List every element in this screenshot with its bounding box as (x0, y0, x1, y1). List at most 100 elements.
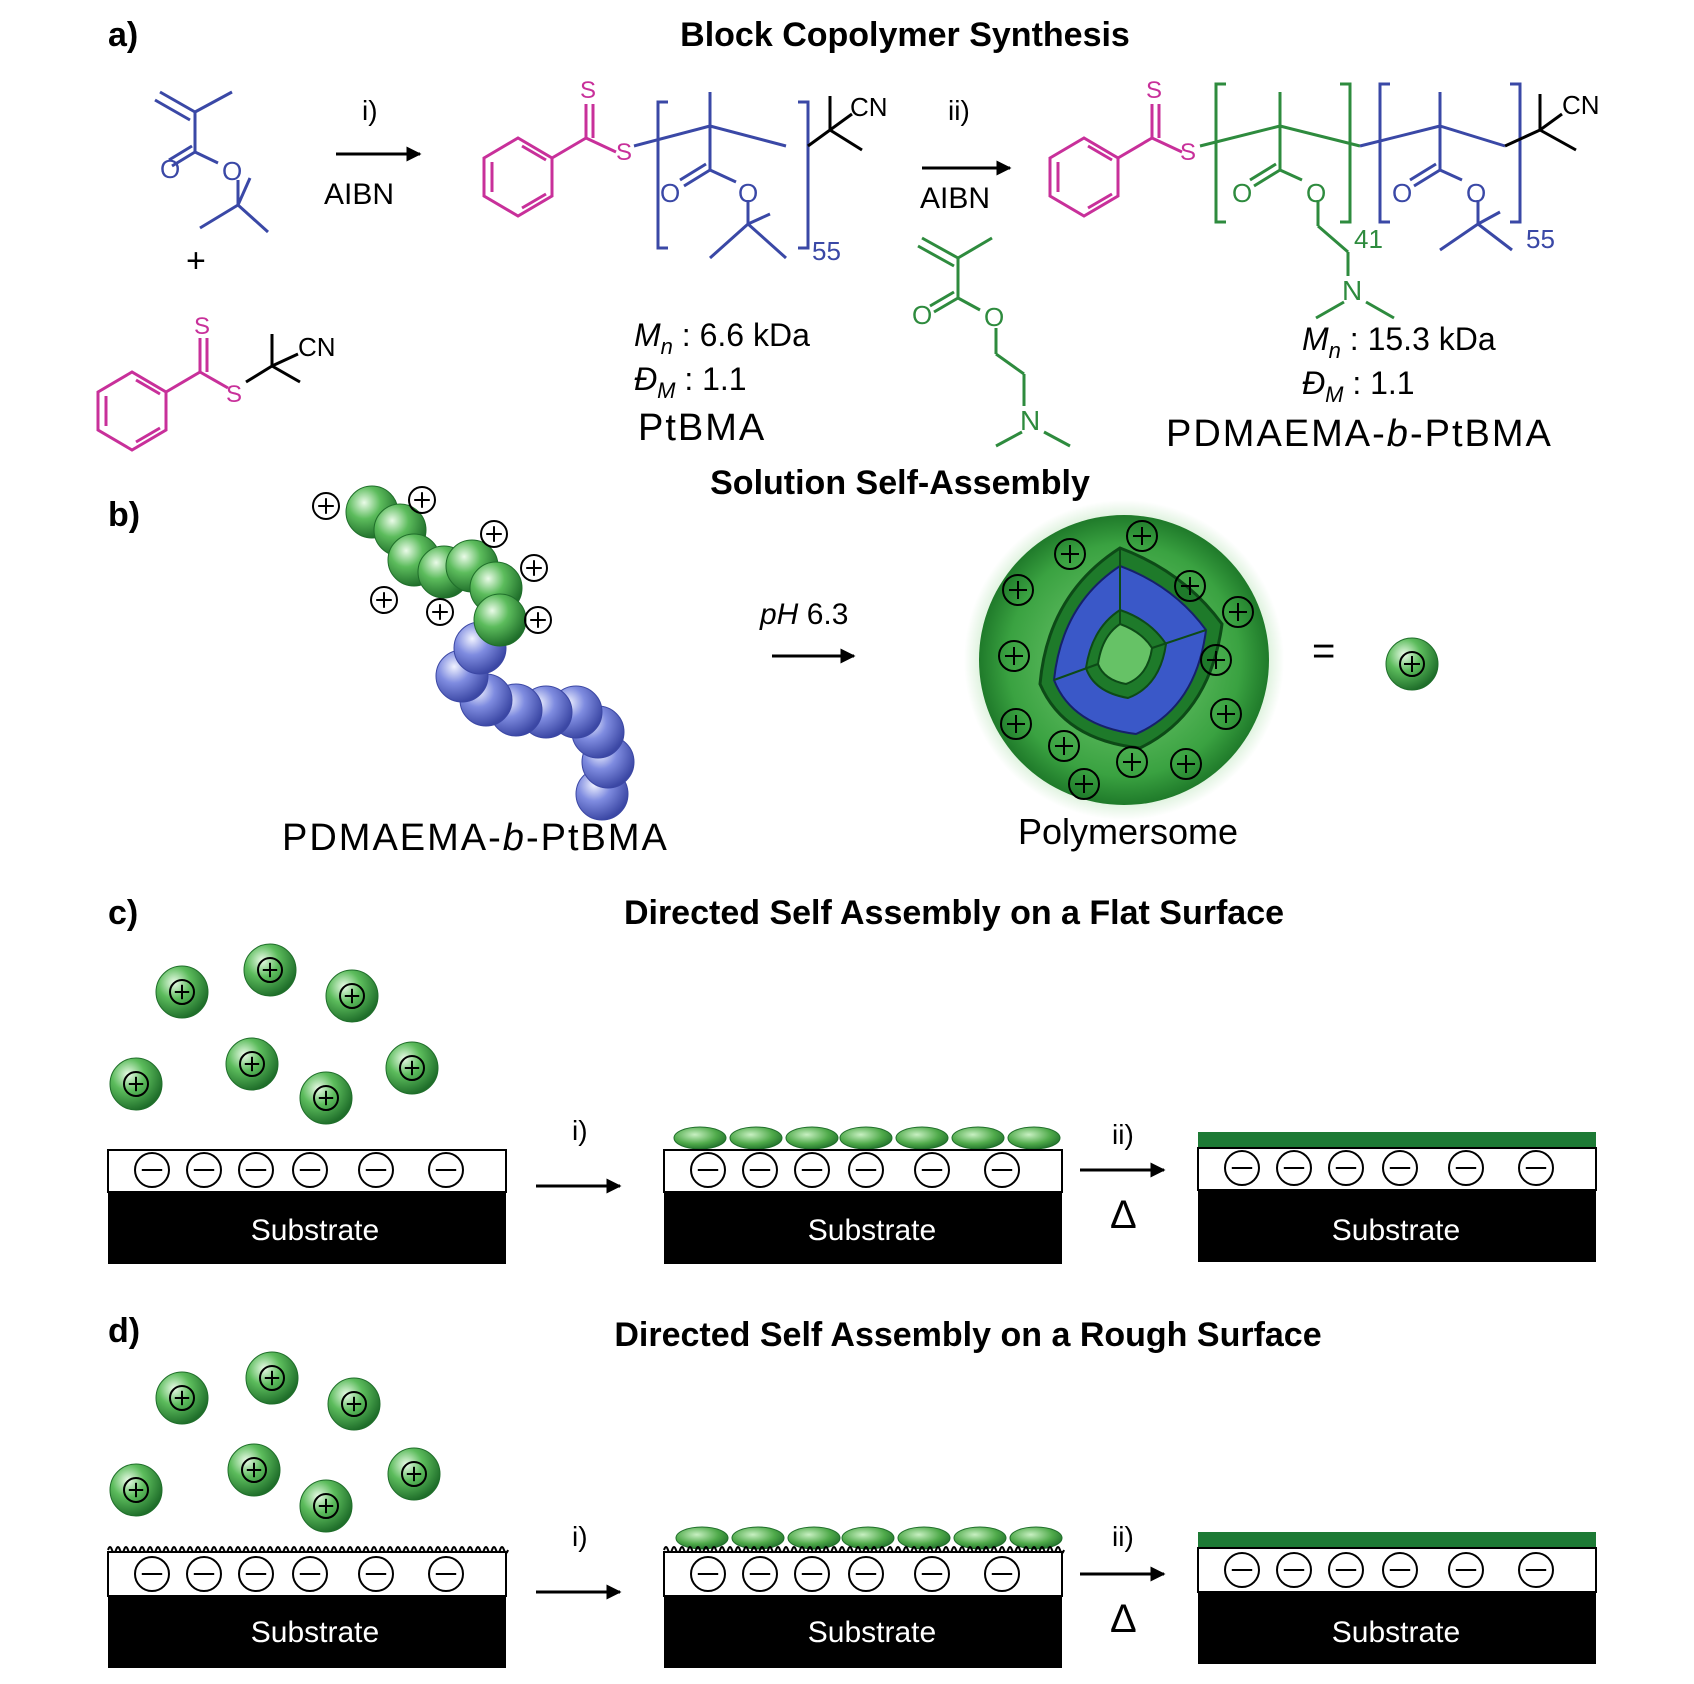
negative-charge-icon (1224, 1552, 1260, 1588)
ptbma-block-oxygen-1: O (1392, 178, 1412, 208)
ptbma-thioether-sulfur: S (616, 139, 632, 166)
dmaema-nitrogen: N (1020, 405, 1040, 436)
polymersome-section-lines (1053, 548, 1207, 681)
negative-charge-icon (984, 1152, 1020, 1188)
polymersome-icon (155, 965, 209, 1019)
positive-charge-icon (370, 586, 398, 614)
pdmaema-oxygen-2: O (1306, 178, 1326, 208)
flat-substrate-2-label: Substrate (808, 1214, 936, 1247)
polymersome-icon (227, 1443, 281, 1497)
negative-charge-icon (134, 1556, 170, 1592)
raft-cumyl-group (245, 334, 301, 384)
ph-condition: pH 6.3 (759, 598, 848, 631)
positive-charge-icon (1116, 746, 1148, 778)
copolymer-name: PDMAEMA-b-PtBMA (1166, 413, 1551, 455)
flattened-polymersome (729, 1126, 783, 1150)
flat-free-polymersomes (109, 943, 439, 1125)
ptbma-nitrile: CN (850, 92, 888, 122)
copolymer-end-group (1048, 104, 1183, 218)
negative-charge-icon (848, 1152, 884, 1188)
negative-charge-icon (1518, 1552, 1554, 1588)
rough-free-polymersomes (109, 1351, 441, 1533)
step2-number: ii) (948, 95, 970, 126)
rough-polymer-film (1198, 1532, 1596, 1548)
negative-charge-icon (186, 1556, 222, 1592)
rough-substrate-2 (664, 1596, 1062, 1668)
dmaema-oxygen-2: O (984, 302, 1004, 332)
flattened-polymersome (785, 1126, 839, 1150)
positive-charge-icon (1210, 698, 1242, 730)
chain-charges (312, 486, 552, 634)
negative-charge-icon (428, 1556, 464, 1592)
flattened-polymersome (731, 1526, 785, 1550)
flat-step2-number: ii) (1112, 1119, 1134, 1150)
negative-charge-icon (848, 1556, 884, 1592)
copolymer-nitrile: CN (1562, 90, 1600, 120)
negative-charge-icon (690, 1556, 726, 1592)
flat-substrate-2 (664, 1192, 1062, 1264)
polymersome-symbol (1385, 637, 1439, 691)
ptbma-mn-line: Mn : 6.6 kDa (634, 317, 810, 359)
polymersome-icon (327, 1377, 381, 1431)
positive-charge-icon (1126, 520, 1158, 552)
positive-charge-icon (1170, 748, 1202, 780)
rough-adsorbed-polymersomes (675, 1526, 1063, 1550)
negative-charge-icon (914, 1152, 950, 1188)
tbma-oxygen-1: O (160, 154, 180, 184)
polymersome-surface-charges (998, 520, 1254, 800)
pdmaema-oxygen-1: O (1232, 178, 1252, 208)
flat-substrate-1 (108, 1192, 506, 1264)
negative-charge-icon (1448, 1552, 1484, 1588)
flattened-polymersome (673, 1126, 727, 1150)
raft-nitrile: CN (298, 332, 336, 362)
positive-charge-icon (1174, 570, 1206, 602)
ptbma-repeat-unit (633, 92, 810, 260)
svg-text:pH 6.3: pH 6.3 (759, 598, 848, 631)
flattened-polymersome (1007, 1126, 1061, 1150)
copolymer-dispersity-line: ĐM : 1.1 (1302, 365, 1415, 407)
rough-step2-number: ii) (1112, 1521, 1134, 1552)
positive-charge-icon (1200, 644, 1232, 676)
svg-text:ĐM : 1.1: ĐM : 1.1 (634, 361, 747, 403)
flat-polymer-film (1198, 1132, 1596, 1148)
step2-reagent: AIBN (920, 182, 990, 215)
panel-c-label: c) (108, 894, 138, 932)
flat-step1-number: i) (572, 1115, 588, 1146)
flat-substrate-3-label: Substrate (1332, 1214, 1460, 1247)
raft-thioether-sulfur: S (226, 381, 242, 408)
flattened-polymersome (951, 1126, 1005, 1150)
negative-charge-icon (1518, 1150, 1554, 1186)
rough-surface-3-negative-charges (1224, 1552, 1554, 1588)
positive-charge-icon (1000, 708, 1032, 740)
flat-substrate-3 (1198, 1190, 1596, 1262)
negative-charge-icon (1382, 1150, 1418, 1186)
block-copolymer-chain (345, 485, 635, 821)
rough-substrate-1-label: Substrate (251, 1616, 379, 1649)
flattened-polymersome (895, 1126, 949, 1150)
rough-substrate-1 (108, 1596, 506, 1668)
copolymer-mn-line: Mn : 15.3 kDa (1302, 321, 1496, 363)
rough-substrate-3-label: Substrate (1332, 1616, 1460, 1649)
polymersome-icon (225, 1037, 279, 1091)
negative-charge-icon (1328, 1150, 1364, 1186)
polymersome-lumen (1096, 622, 1154, 686)
negative-charge-icon (794, 1556, 830, 1592)
copolymer-thione-sulfur: S (1146, 77, 1162, 104)
ptbma-end-group (482, 104, 617, 218)
positive-charge-icon (1048, 730, 1080, 762)
polymersome-icon (109, 1463, 163, 1517)
negative-charge-icon (794, 1152, 830, 1188)
pdmaema-repeat-count: 41 (1354, 224, 1383, 254)
panel-b: b) Solution Self-Assembly PDMAEMA-b-PtBM… (108, 464, 1439, 859)
positive-charge-icon (426, 598, 454, 626)
plus-sign: + (186, 242, 206, 280)
tbma-oxygen-2: O (222, 156, 242, 186)
ptbma-name: PtBMA (638, 407, 766, 449)
negative-charge-icon (742, 1152, 778, 1188)
panel-c-title: Directed Self Assembly on a Flat Surface (624, 894, 1284, 932)
raft-agent-structure (96, 338, 229, 452)
panel-c: c) Directed Self Assembly on a Flat Surf… (107, 894, 1597, 1264)
polymersome-icon (155, 1371, 209, 1425)
polymersome-icon (299, 1479, 353, 1533)
